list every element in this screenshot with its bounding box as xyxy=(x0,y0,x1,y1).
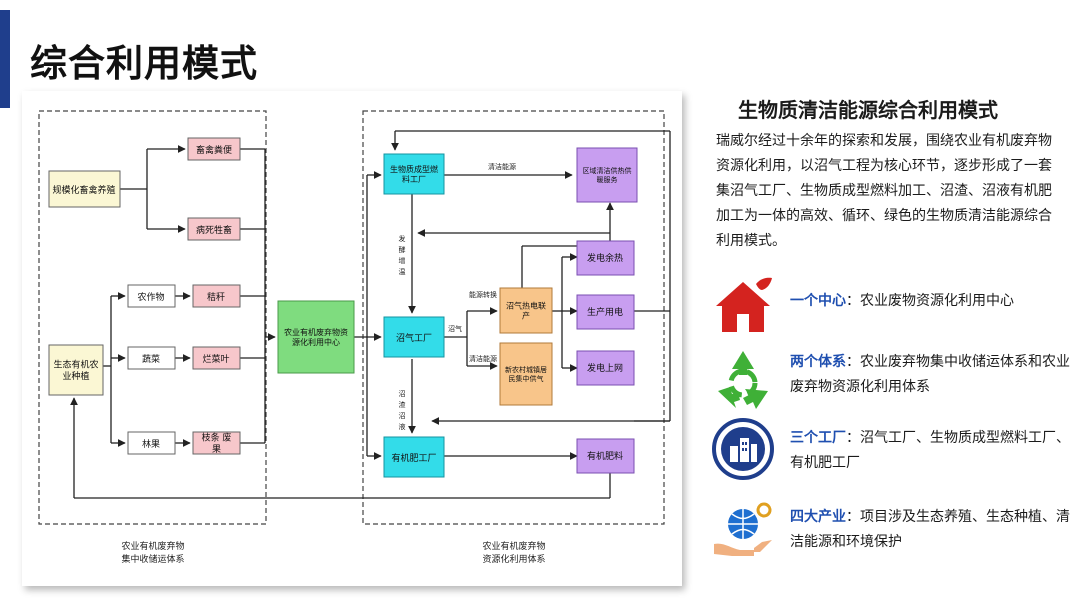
title-accent-bar xyxy=(0,10,10,108)
edge-label-clean-energy-2: 清洁能源 xyxy=(469,354,497,363)
feature-four-industries: 四大产业：项目涉及生态养殖、生态种植、清洁能源和环境保护 xyxy=(710,498,1070,570)
node-eco-planting-label: 生态有机农业种植 xyxy=(53,359,98,382)
node-biogas-factory xyxy=(383,316,445,358)
region-left-border xyxy=(38,110,267,525)
node-eco-planting xyxy=(48,344,104,396)
node-regional-heating xyxy=(576,147,638,203)
region-right-label: 农业有机废弃物资源化利用体系 xyxy=(482,540,545,565)
feature-three-factories-text: 沼气工厂、生物质成型燃料工厂、有机肥工厂 xyxy=(790,430,1070,471)
node-dead-animals-label: 病死牲畜 xyxy=(196,224,232,236)
node-rotten-leaves xyxy=(192,346,241,370)
house-leaf-icon xyxy=(716,277,772,332)
node-grid-power xyxy=(576,350,635,386)
node-organic-fertilizer xyxy=(576,438,635,474)
node-chp xyxy=(499,287,553,334)
node-fertilizer-factory-label: 有机肥工厂 xyxy=(391,452,436,464)
sidebar-intro: 瑞威尔经过十余年的探索和发展，围绕农业有机废弃物资源化利用，以沼气工程为核心环节… xyxy=(716,133,1052,249)
node-fruit-forest xyxy=(127,431,176,455)
node-waste-heat-label: 发电余热 xyxy=(587,252,623,264)
edge-label-energy-conversion: 能源转换 xyxy=(469,290,497,299)
node-manure-label: 畜禽粪便 xyxy=(196,144,232,156)
node-biomass-factory-label: 生物质成型燃料工厂 xyxy=(390,164,438,184)
node-livestock xyxy=(48,170,121,208)
factory-building-icon xyxy=(712,418,774,480)
feature-one-center-text: 农业废物资源化利用中心 xyxy=(860,293,1014,309)
page-title: 综合利用模式 xyxy=(30,42,258,85)
node-straw xyxy=(192,284,241,308)
globe-hands-icon xyxy=(714,502,772,556)
node-chp-label: 沼气热电联产 xyxy=(506,300,546,320)
feature-three-factories: 三个工厂：沼气工厂、生物质成型燃料工厂、有机肥工厂 xyxy=(710,416,1070,486)
feature-two-systems-sep: ： xyxy=(846,354,860,370)
node-dead-animals xyxy=(187,217,241,241)
recycle-icon xyxy=(718,351,768,409)
node-organic-fertilizer-label: 有机肥料 xyxy=(587,450,623,462)
node-vegetables xyxy=(127,346,176,370)
flow-diagram: 规模化畜禽养殖 畜禽粪便 病死牲畜 生态有机农业种植 农作物 蔬菜 林果 秸秆 … xyxy=(22,91,682,586)
node-vegetables-label: 蔬菜 xyxy=(142,353,160,365)
feature-four-industries-lead: 四大产业 xyxy=(790,509,846,525)
feature-four-industries-sep: ： xyxy=(846,509,860,525)
edge-label-ferment-heat: 发酵增温 xyxy=(399,234,406,276)
node-center xyxy=(277,300,355,374)
node-straw-label: 秸秆 xyxy=(207,291,225,303)
feature-one-center-sep: ： xyxy=(846,293,860,309)
region-right-border xyxy=(362,110,665,525)
feature-three-factories-lead: 三个工厂 xyxy=(790,430,846,446)
node-crops-label: 农作物 xyxy=(137,291,164,303)
feature-four-industries-text: 项目涉及生态养殖、生态种植、清洁能源和环境保护 xyxy=(790,509,1070,550)
node-waste-heat xyxy=(576,240,635,276)
node-fertilizer-factory xyxy=(383,436,445,478)
feature-three-factories-sep: ： xyxy=(846,430,860,446)
feature-two-systems-text: 农业废弃物集中收储运体系和农业废弃物资源化利用体系 xyxy=(790,354,1070,395)
node-village-gas-label: 新农村城镇居民集中供气 xyxy=(505,365,547,383)
node-grid-power-label: 发电上网 xyxy=(587,362,623,374)
node-manure xyxy=(187,137,241,161)
node-fruit-forest-label: 林果 xyxy=(142,438,160,450)
feature-two-systems-lead: 两个体系 xyxy=(790,354,846,370)
node-regional-heating-label: 区域清洁供热供暖服务 xyxy=(583,166,632,184)
feature-one-center-lead: 一个中心 xyxy=(790,293,846,309)
node-rotten-leaves-label: 烂菜叶 xyxy=(202,353,229,365)
node-production-power xyxy=(576,294,635,330)
region-left-label: 农业有机废弃物集中收储运体系 xyxy=(121,540,184,565)
feature-two-systems: 两个体系：农业废弃物集中收储运体系和农业废弃物资源化利用体系 xyxy=(710,345,1070,415)
sidebar-title: 生物质清洁能源综合利用模式 xyxy=(738,98,998,122)
feature-one-center: 一个中心：农业废物资源化利用中心 xyxy=(710,272,1070,342)
node-production-power-label: 生产用电 xyxy=(587,306,623,318)
edge-label-digestate: 沼渣沼液 xyxy=(399,389,406,431)
node-center-label: 农业有机废弃物资源化利用中心 xyxy=(284,327,348,347)
node-branches-label: 枝条 废果 xyxy=(202,432,232,455)
node-livestock-label: 规模化畜禽养殖 xyxy=(52,184,115,196)
edge-label-clean-energy: 清洁能源 xyxy=(488,162,516,171)
edge-label-biogas: 沼气 xyxy=(448,324,462,333)
node-village-gas xyxy=(499,342,553,406)
node-crops xyxy=(127,284,176,308)
node-branches xyxy=(192,431,241,455)
node-biomass-factory xyxy=(383,153,445,195)
node-biogas-factory-label: 沼气工厂 xyxy=(396,332,432,344)
